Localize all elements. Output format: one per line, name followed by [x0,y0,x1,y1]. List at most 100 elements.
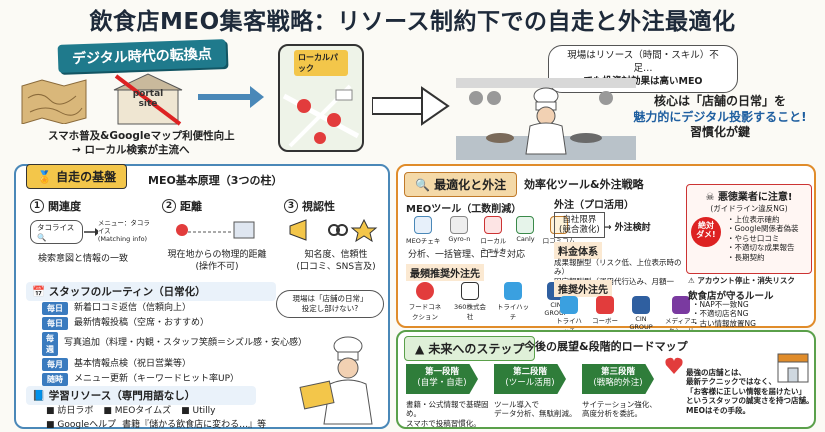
vendor-name: トライハッチ [496,303,530,321]
routine-row: 毎月基本情報点検（祝日営業等） [42,358,292,371]
building-icon [113,73,183,126]
vendor-name: コーボー [592,317,618,325]
learning-item-label: MEOタイムズ [114,406,172,416]
rules-header: 飲食店が守るルール [688,291,774,302]
routine-freq: 毎日 [42,302,68,315]
outsourcing-result: → 外注検討 [604,223,651,233]
routine-row: 毎日最新情報投稿（空席・おすすめ） [42,317,292,330]
pillar-relevance: 1 関連度 タコライス 🔍 メニュー：タコライス (Matching info)… [30,198,150,266]
vendor-logo: CIN GROUP [626,296,656,335]
warning-item: 長期契約 [734,252,765,262]
chef-bubble: 現場は「店舗の日常」 投定し部けない? [276,290,384,319]
learning-header: 📘 学習リソース（専門用語なし） [26,386,256,405]
tools-desc: 分析、一括管理、口コミ対応 [408,250,526,260]
self-limit-box: 自社限界 (競合激化) [554,212,605,239]
pillar-2-number: 2 [162,199,176,213]
heart-icon [665,357,683,374]
learning-item-label: Utilly [192,406,216,416]
optimization-header: 最適化と外注 [434,178,507,192]
core-line3: 習慣化が鍵 [689,125,750,140]
tool-name: Canly [516,235,535,243]
pillar-3-desc-line1: 知名度、信頼性 [304,250,368,260]
step-3: 第三段階 (戦略的外注) [582,364,654,394]
routine-freq: 毎日 [42,317,68,330]
calendar-icon: 📅 [32,286,46,298]
tool-logo: MEOチェキ [406,216,440,255]
routine-header: 📅 スタッフのルーティン（日常化） [26,282,276,301]
menu-sub: (Matching info) [97,234,148,243]
tools-list: MEOチェキ Gyro-n ローカルミエルカ Canly 口コミコム [406,216,583,255]
routine-text: 最新情報投稿（空席・おすすめ） [74,317,210,328]
pillar-relevance-title: 1 関連度 [30,198,150,214]
fee-header: 料金体系 [554,242,602,259]
medal-icon: 🏅 [37,170,52,184]
tool-logo: ローカルミエルカ [478,216,508,255]
routine-freq: 毎月 [42,358,68,371]
map-pins-icon [282,84,360,148]
warning-stamp-line1: 絶対 [698,221,714,230]
step-1-desc: 書籍・公式情報で基礎固め。 スマホで投稿習慣化。 [406,400,492,428]
tools-header: MEOツール（工数削減） [406,204,522,215]
kitchen-chef-illustration [456,78,636,160]
core-line1: 核心は「店舗の日常」を [653,94,786,108]
megaphone-chain-icon [289,218,378,243]
self-foundation-panel: 🏅 自走の基盤 MEO基本原理（3つの柱） 1 関連度 タコライス 🔍 メニュー… [14,164,390,431]
rule-item: 古い情報放置NG [699,318,756,328]
pillar-distance: 2 距離 現在地からの物理的距離 (操作不可) [162,198,272,273]
pillar-1-desc: 検索意図と情報の一致 [38,254,129,264]
conclusion-line: 最新テクニックではなく、 [686,377,776,387]
vendor-logo: 360株式会社 [452,282,488,321]
step-desc-line: 書籍・公式情報で基礎固め。 [406,400,489,419]
alert-icon: ⚠ [688,276,695,285]
bubble-line2: でも投資対効果は高いMEO [583,75,703,87]
map-header: ローカルパック [294,50,348,76]
bubble-line1: 現場はリソース（時間・スキル）不足… [567,50,719,74]
step-desc-line: ツール導入で [494,400,539,409]
routine-text: 写真追加（料理・内観・スタッフ笑顔＝シズル感・安心感） [64,338,308,349]
future-subtitle: 今後の展望&段階的ロードマップ [524,340,688,353]
big-arrow-icon [372,86,450,126]
step-3-desc: サイテーション強化、 高度分析を委託。 [582,400,668,419]
rules-list: ・NAP不一致NG ・不適切店名NG ・古い情報放置NG [692,300,756,328]
tool-name: 口コミコム [542,237,576,245]
portal-label: portal site [132,89,164,109]
pillar-1-title: 関連度 [48,200,81,213]
menu-info: メニュー：タコライス (Matching info) [97,219,150,243]
tool-logo: Gyro-n [448,216,470,255]
step-2: 第二段階 (ツール活用) [494,364,566,394]
pillar-2-desc-line1: 現在地からの物理的距離 [167,250,267,260]
step-desc-line: 高度分析を委託。 [582,409,642,419]
warning-stamp: 絶対 ダメ! [691,217,721,247]
pillar-2-desc: 現在地からの物理的距離 (操作不可) [162,250,272,273]
tool-name: ローカルミエルカ [480,237,507,255]
warning-sub: (ガイドライン違反NG) [710,204,788,213]
self-limit-line1: 自社限界 [562,215,597,225]
self-foundation-header: 自走の基盤 [56,170,117,184]
routine-row: 毎日新着口コミ返信（信頼向上） [42,302,292,315]
recommended-header: 最頻推奨外注先 [406,264,484,281]
warning-item: 不適切な成果報告 [734,243,795,253]
core-line2: 魅力的にデジタル投影すること! [633,109,807,124]
page-title: 飲食店MEO集客戦略：リソース制約下での自走と外注最適化 [89,9,736,35]
future-header: 未来へのステップ [428,342,525,356]
self-foundation-tag: 🏅 自走の基盤 [26,164,128,189]
tool-name: MEOチェキ [406,237,441,245]
tool-logo: Canly [516,216,535,255]
search-text: タコライス [37,223,75,232]
warning-item: やらせ口コミ [734,233,780,243]
pillars-subtitle: MEO基本原理（3つの柱） [148,174,283,187]
hero-ribbon: デジタル時代の転換点 [57,39,227,73]
warning-result: ⚠ アカウント停止・消失リスク [688,276,795,285]
warning-title-text: 悪徳業者に注意! [717,192,793,203]
pillar-3-desc: 知名度、信頼性 (口コミ、SNS言及) [284,250,388,273]
learning-list: ■ 訪日ラボ ■ MEOタイムズ ■ Utilly ■ Googleヘルプ 書籍… [46,406,296,431]
learning-item: ■ Utilly [181,406,216,416]
vendor-name: 360株式会社 [454,303,486,321]
step-1: 第一段階 (自学・自走) [406,364,478,394]
hero-caption: スマホ普及&Googleマップ利便性向上 → ローカル検索が主流へ [48,129,235,157]
portal-site-illustration: portal site [108,70,188,126]
routine-row: 毎週写真追加（料理・内観・スタッフ笑顔＝シズル感・安心感） [42,332,307,356]
conclusion-line: 最強の店舗とは、 [686,368,746,377]
step-sub: (ツール活用) [505,377,555,388]
routine-text: 新着口コミ返信（信頼向上） [74,302,192,313]
